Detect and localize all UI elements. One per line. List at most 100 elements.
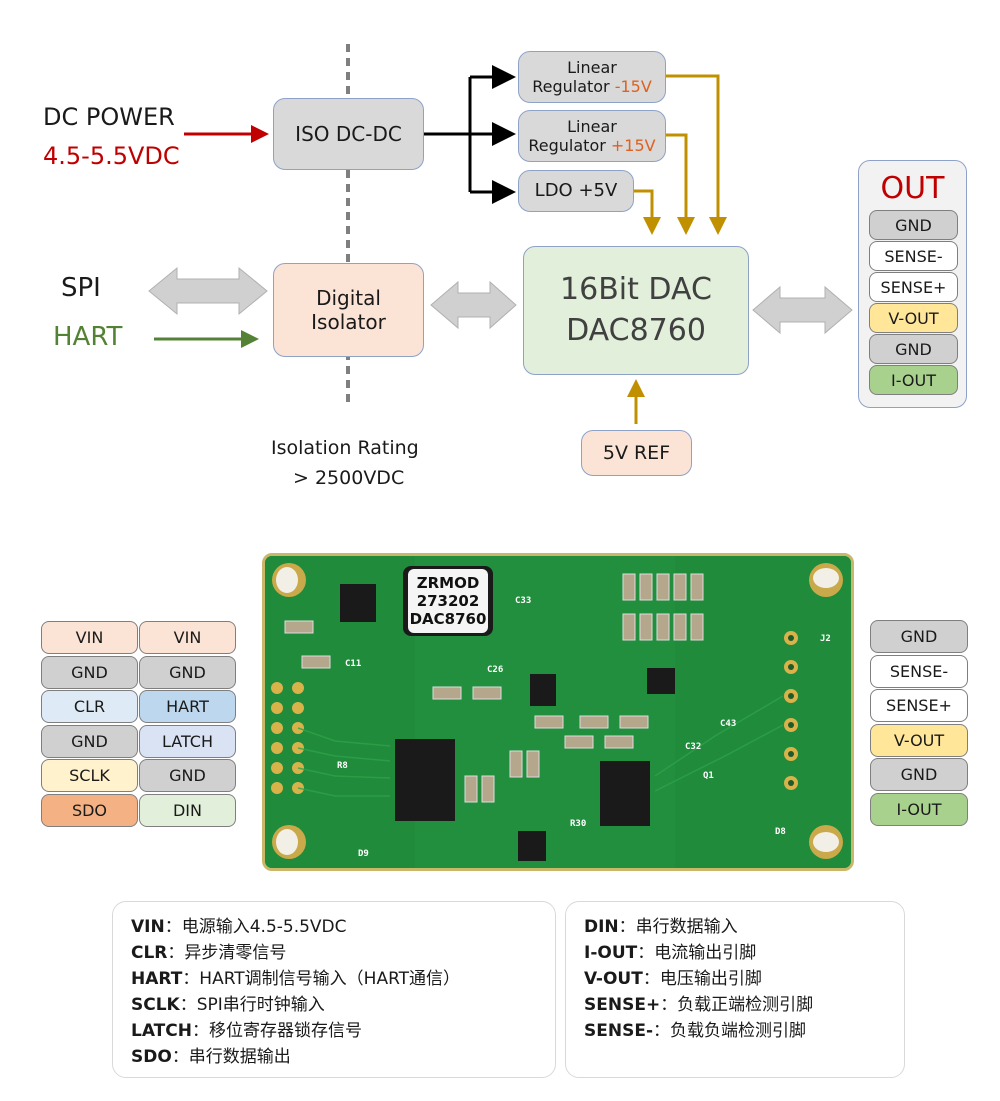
isolation-rating-line1: Isolation Rating [271,437,419,459]
legend-pin-name: VIN [131,917,165,937]
legend-pin-name: SENSE- [584,1021,653,1041]
legend-row: SDO：串行数据输出 [131,1044,537,1070]
legend-row: CLR：异步清零信号 [131,940,537,966]
isolator-line1: Digital [316,286,381,310]
ldo-block: LDO +5V [518,170,634,212]
legend-pin-name: V-OUT [584,969,643,989]
hart-label: HART [53,322,123,352]
legend-pin-description: ：SPI串行时钟输入 [179,995,325,1015]
silk-c33: C33 [515,596,531,606]
right-pin-v-out: V-OUT [870,723,968,757]
digital-isolator-block: Digital Isolator [273,263,424,357]
silk-c32: C32 [685,742,701,752]
left-pin-sclk: SCLK [41,759,138,792]
legend-pin-name: I-OUT [584,943,638,963]
regulator-line1: Linear [567,57,617,77]
legend-pin-description: ：负载负端检测引脚 [653,1021,806,1041]
silk-j2: J2 [820,634,831,644]
iso-dcdc-block: ISO DC-DC [273,98,424,170]
regulator-line2: Regulator +15V [528,136,655,155]
left-pin-hart: HART [139,690,236,723]
silk-r30: R30 [570,819,586,829]
legend-pin-name: SDO [131,1047,172,1067]
right-pin-i-out: I-OUT [870,792,968,826]
pcb-board-photo: C11 R8 D9 C33 C26 J2 C43 C32 Q1 R30 D8 Z… [262,553,854,871]
legend-row: I-OUT：电流输出引脚 [584,940,886,966]
silk-d8: D8 [775,827,786,837]
legend-pin-description: ：异步清零信号 [167,943,287,963]
out-pin-i-out: I-OUT [869,365,958,395]
dc-power-voltage: 4.5-5.5VDC [43,142,180,170]
legend-pin-description: ：电流输出引脚 [637,943,757,963]
regulator-voltage: -15V [614,77,652,96]
out-pin-sense-: SENSE- [869,241,958,271]
legend-pin-name: HART [131,969,183,989]
spi-double-arrow [148,266,268,316]
dc-power-label: DC POWER [43,103,175,131]
out-title: OUT [880,171,945,206]
silk-c43: C43 [720,719,736,729]
pcb-artwork: C11 R8 D9 C33 C26 J2 C43 C32 Q1 R30 D8 [265,556,851,868]
supply-lines [627,74,727,424]
spi-label: SPI [61,273,101,303]
legend-pin-description: ：HART调制信号输入（HART通信） [182,969,461,989]
legend-pin-description: ：电压输出引脚 [642,969,762,989]
out-pin-gnd: GND [869,334,958,364]
legend-row: HART：HART调制信号输入（HART通信） [131,966,537,992]
silk-d9: D9 [358,849,369,859]
legend-row: SENSE-：负载负端检测引脚 [584,1018,886,1044]
ref-label: 5V REF [602,441,671,464]
legend-row: VIN：电源输入4.5-5.5VDC [131,914,537,940]
regulator-voltage: +15V [610,136,656,155]
module-label: ZRMOD 273202 DAC8760 [408,569,488,633]
regulator-line1: Linear [567,116,617,136]
left-pin-din: DIN [139,793,236,827]
out-pin-sense-: SENSE+ [869,272,958,302]
out-pin-v-out: V-OUT [869,303,958,333]
silk-q1: Q1 [703,771,714,781]
legend-pin-description: ：电源输入4.5-5.5VDC [164,917,347,937]
module-label-line3: DAC8760 [409,610,487,628]
silk-c11: C11 [345,659,361,669]
legend-pin-description: ：移位寄存器锁存信号 [191,1021,362,1041]
isolation-rating-line2: > 2500VDC [293,467,405,489]
isolator-ic [395,739,455,821]
right-pin-gnd: GND [870,620,968,653]
legend-pin-name: CLR [131,943,168,963]
silk-r8: R8 [337,761,348,771]
left-pin-gnd: GND [41,655,138,689]
left-pin-gnd: GND [139,759,236,792]
regulator-prefix: Regulator [528,136,611,155]
iso-dcdc-label: ISO DC-DC [295,122,402,146]
left-pin-sdo: SDO [41,793,138,827]
left-pin-gnd: GND [41,724,138,758]
left-pin-vin: VIN [41,621,138,654]
right-pin-sense-: SENSE- [870,654,968,688]
legend-pin-description: ：串行数据输出 [171,1047,291,1067]
dac-line1: 16Bit DAC [560,272,712,307]
silk-c26: C26 [487,665,503,675]
left-pin-clr: CLR [41,690,138,723]
legend-row: LATCH：移位寄存器锁存信号 [131,1018,537,1044]
regulator-prefix: Regulator [532,77,615,96]
right-pin-sense-: SENSE+ [870,689,968,722]
linear-regulator-neg15-block: Linear Regulator -15V [518,51,666,103]
dac-block: 16Bit DAC DAC8760 [523,246,749,375]
ref-block: 5V REF [581,430,692,476]
legend-pin-name: SCLK [131,995,180,1015]
legend-pin-name: LATCH [131,1021,192,1041]
module-label-line1: ZRMOD [416,574,480,592]
dac-ic [600,761,650,826]
dac-out-double-arrow [752,285,853,335]
linear-regulator-pos15-block: Linear Regulator +15V [518,110,666,162]
legend-row: SCLK：SPI串行时钟输入 [131,992,537,1018]
right-pin-gnd: GND [870,758,968,791]
regulator-line2: Regulator -15V [532,77,652,96]
left-pin-vin: VIN [139,621,236,654]
ldo-label: LDO +5V [534,180,618,202]
dcdc-distribution-lines [424,65,516,204]
